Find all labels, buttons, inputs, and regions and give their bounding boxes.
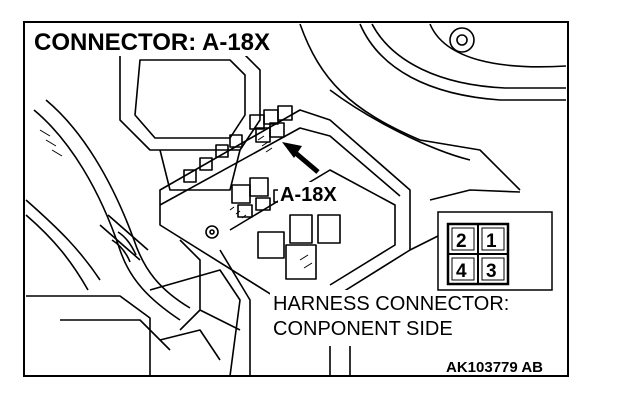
harness-caption-line2: CONPONENT SIDE [273,318,453,340]
harness-caption-backdrop [270,290,564,346]
pointer-label: A-18X [280,184,337,206]
figure-id: AK103779 AB [446,359,543,376]
pointer-label-backdrop [278,182,348,204]
pointer-arrow [282,142,320,174]
connector-title: CONNECTOR: A-18X [34,29,270,56]
pin-label: 2 [456,231,467,252]
title-backdrop [28,26,272,56]
pin-label: 4 [456,261,467,282]
harness-caption-line1: HARNESS CONNECTOR: [273,293,509,315]
figure-id-backdrop [442,356,566,374]
pin-label: 1 [486,231,497,252]
pin-label: 3 [486,261,497,282]
harness-connector-face: 2 1 4 3 [437,211,553,291]
shading-strokes [39,129,313,269]
